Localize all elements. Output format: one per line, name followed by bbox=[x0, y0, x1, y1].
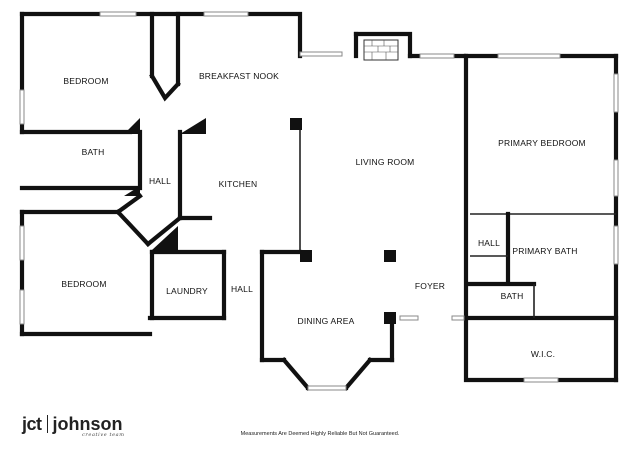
room-label-hall-left: HALL bbox=[149, 176, 171, 186]
room-label-primary-bath: PRIMARY BATH bbox=[512, 246, 577, 256]
walls bbox=[19, 11, 619, 391]
room-label-bath-right: BATH bbox=[501, 291, 524, 301]
column-icon bbox=[384, 312, 396, 324]
room-label-breakfast-nook: BREAKFAST NOOK bbox=[199, 71, 279, 81]
brand-logo: jct johnson bbox=[22, 414, 123, 435]
room-label-hall-bottom: HALL bbox=[231, 284, 253, 294]
room-label-bedroom-top: BEDROOM bbox=[63, 76, 108, 86]
room-label-hall-right: HALL bbox=[478, 238, 500, 248]
room-label-bedroom-bottom: BEDROOM bbox=[61, 279, 106, 289]
corner-column-icon bbox=[152, 226, 178, 250]
room-label-living-room: LIVING ROOM bbox=[356, 157, 415, 167]
room-label-laundry: LAUNDRY bbox=[166, 286, 208, 296]
room-label-wic: W.I.C. bbox=[531, 349, 555, 359]
room-label-kitchen: KITCHEN bbox=[219, 179, 258, 189]
corner-column-icon bbox=[124, 186, 140, 196]
column-icon bbox=[300, 250, 312, 262]
windows bbox=[19, 11, 619, 391]
room-label-bath-left: BATH bbox=[82, 147, 105, 157]
brand-short: jct bbox=[22, 414, 42, 434]
brand-name: johnson bbox=[52, 414, 123, 434]
room-labels: BEDROOM BREAKFAST NOOK BATH HALL KITCHEN… bbox=[61, 71, 586, 359]
brand-divider bbox=[46, 415, 48, 433]
column-icon bbox=[384, 250, 396, 262]
fireplace-icon bbox=[363, 39, 399, 61]
room-label-foyer: FOYER bbox=[415, 281, 445, 291]
room-label-dining-area: DINING AREA bbox=[298, 316, 355, 326]
corner-column-icon bbox=[124, 118, 140, 134]
disclaimer-text: Measurements Are Deemed Highly Reliable … bbox=[240, 431, 400, 437]
brand-tagline: creative team bbox=[82, 432, 125, 438]
column-icon bbox=[290, 118, 302, 130]
room-label-primary-bedroom: PRIMARY BEDROOM bbox=[498, 138, 586, 148]
corner-column-icon bbox=[180, 118, 206, 134]
fixtures bbox=[124, 39, 399, 324]
